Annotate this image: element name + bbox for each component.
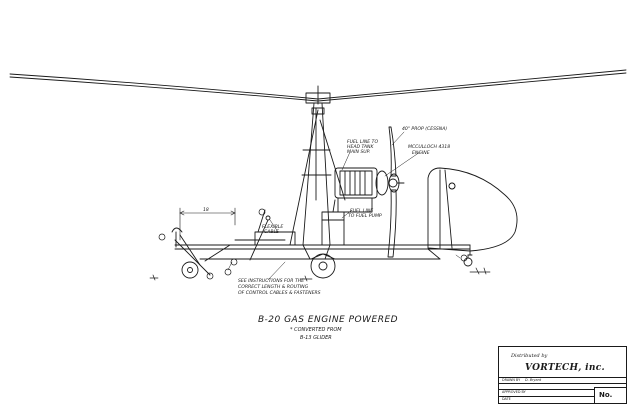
title-block-rows: DRAWN BY D. Bryant APPROVED BY DATE	[499, 377, 626, 405]
leader-lines	[227, 131, 461, 281]
distributed-by-label: Distributed by	[511, 353, 548, 359]
callout-fuel-line-3: MAIN SUP.	[347, 149, 370, 155]
drawing-subtitle-1: * CONVERTED FROM	[290, 327, 342, 333]
drawing-title: B-20 GAS ENGINE POWERED	[258, 315, 398, 325]
drawing-subtitle-2: B-13 GLIDER	[300, 335, 332, 341]
callout-fuel-line-pump-2: TO FUEL PUMP	[348, 213, 382, 219]
callout-engine: MCCULLOCH 4318	[408, 144, 450, 150]
ground-marks	[149, 267, 491, 282]
callout-instructions-3: OF CONTROL CABLES & FASTENERS	[238, 290, 321, 296]
dimension-value: 18	[203, 207, 209, 213]
title-block: Distributed by VORTECH, inc. DRAWN BY D.…	[498, 346, 627, 404]
nose-wheel	[171, 227, 231, 279]
company-name: VORTECH, inc.	[525, 363, 605, 373]
callout-balloons	[158, 182, 468, 280]
propeller	[387, 126, 405, 258]
rotor-blades	[9, 69, 627, 105]
divider	[499, 389, 595, 390]
main-wheel	[309, 253, 339, 279]
date-label: DATE	[502, 397, 511, 401]
divider	[499, 383, 626, 384]
tail-wheel	[463, 254, 473, 267]
control-stick	[234, 215, 286, 261]
callout-flexible-cable-2: CABLE	[264, 229, 279, 235]
callout-fuel-line-pump: FUEL LINE	[350, 208, 373, 214]
drawing-number-box: No.	[594, 387, 626, 404]
drawn-by-label: DRAWN BY	[502, 378, 521, 382]
engine	[334, 167, 400, 213]
drawing-number-label: No.	[599, 391, 613, 399]
callout-instructions-1: SEE INSTRUCTIONS FOR THE	[238, 278, 304, 284]
approved-by-label: APPROVED BY	[502, 390, 526, 394]
callout-fuel-line-2: HEAD TANK	[347, 144, 374, 150]
callout-prop: 40" PROP (CESSNA)	[402, 126, 447, 132]
seat	[254, 199, 345, 246]
callout-flexible-cable: FLEXIBLE	[262, 224, 283, 230]
divider	[499, 396, 595, 397]
rotor-mast	[289, 102, 346, 246]
callout-instructions-2: CORRECT LENGTH & ROUTING	[238, 284, 309, 290]
rudder	[427, 167, 518, 252]
callout-engine-2: ENGINE	[412, 150, 430, 156]
drawn-by-value: D. Bryant	[525, 378, 542, 382]
callout-fuel-line: FUEL LINE TO	[347, 139, 378, 145]
divider	[499, 377, 626, 378]
dimension-line	[179, 207, 236, 241]
